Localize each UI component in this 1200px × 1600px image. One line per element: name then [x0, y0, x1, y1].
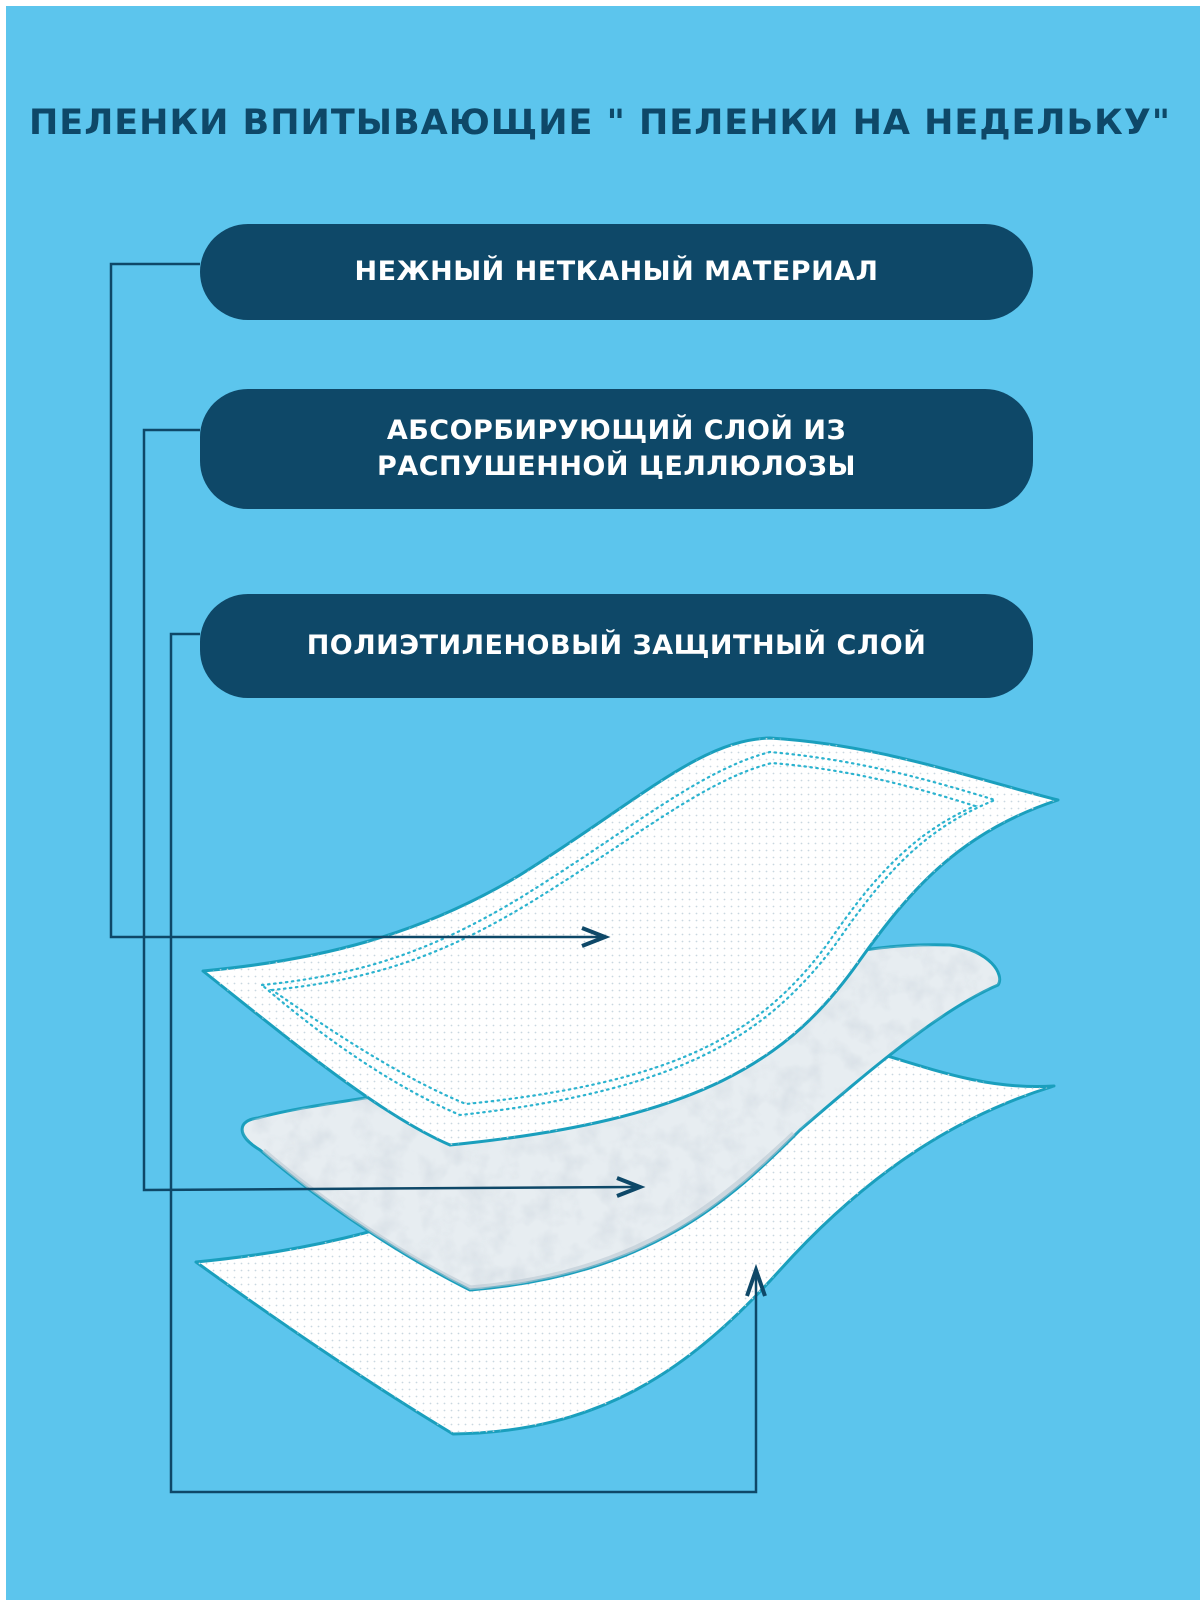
- label-polyethylene-layer: ПОЛИЭТИЛЕНОВЫЙ ЗАЩИТНЫЙ СЛОЙ: [200, 594, 1033, 698]
- label-nonwoven-layer-text: НЕЖНЫЙ НЕТКАНЫЙ МАТЕРИАЛ: [354, 256, 879, 287]
- connector-absorbent: [142, 428, 646, 1198]
- nonwoven-sheet: [201, 736, 1060, 1147]
- label-absorbent-layer: АБСОРБИРУЮЩИЙ СЛОЙ ИЗ РАСПУШЕННОЙ ЦЕЛЛЮЛ…: [200, 389, 1033, 509]
- connector-nonwoven: [109, 262, 611, 948]
- connector-polyethylene: [169, 632, 767, 1494]
- label-absorbent-layer-text-line1: АБСОРБИРУЮЩИЙ СЛОЙ ИЗ: [386, 415, 847, 446]
- arrow-up-icon: [745, 1263, 767, 1297]
- label-nonwoven-layer: НЕЖНЫЙ НЕТКАНЫЙ МАТЕРИАЛ: [200, 224, 1033, 320]
- arrow-right-icon: [616, 1176, 646, 1198]
- label-absorbent-layer-text-line2: РАСПУШЕННОЙ ЦЕЛЛЮЛОЗЫ: [377, 451, 856, 482]
- label-polyethylene-layer-text: ПОЛИЭТИЛЕНОВЫЙ ЗАЩИТНЫЙ СЛОЙ: [306, 630, 927, 661]
- seam-stitching: [259, 750, 999, 1117]
- arrow-right-icon: [581, 926, 611, 948]
- page-title: ПЕЛЕНКИ ВПИТЫВАЮЩИЕ " ПЕЛЕНКИ НА НЕДЕЛЬК…: [29, 103, 1171, 143]
